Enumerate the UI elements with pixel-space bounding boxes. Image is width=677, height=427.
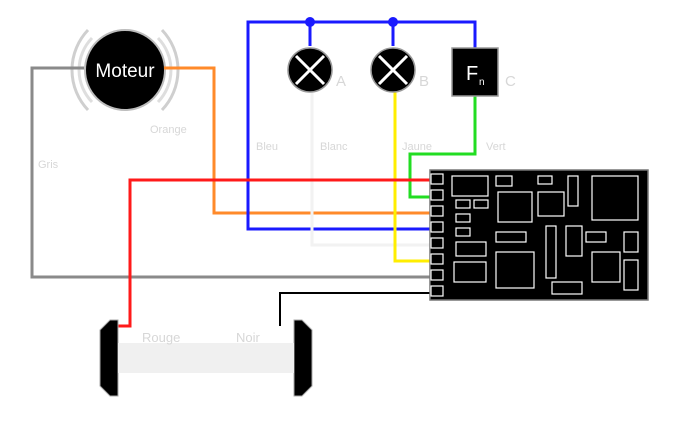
rail-left <box>99 319 119 397</box>
chip-2 <box>455 241 487 257</box>
smd-3 <box>455 213 471 223</box>
rail-left-profile <box>99 319 119 397</box>
rail-right <box>293 319 313 397</box>
pad-3 <box>430 205 444 217</box>
motor-arc-left-inner <box>77 36 94 104</box>
chip-7 <box>495 251 535 289</box>
chip-6 <box>591 175 639 221</box>
orange-label: Orange <box>150 124 187 136</box>
chip-1 <box>451 175 489 197</box>
pad-7 <box>430 269 444 281</box>
chip-4 <box>497 191 533 223</box>
rouge-label: Rouge <box>142 330 180 345</box>
motor-arc-left-outer <box>70 28 90 112</box>
blue-junction-a <box>305 17 315 27</box>
green-wire <box>408 96 477 199</box>
motor-circle <box>84 29 166 111</box>
pad-6 <box>430 253 444 265</box>
decoder-board <box>429 169 649 301</box>
lamp-a-cross-2 <box>294 54 326 86</box>
pad-5 <box>430 237 444 249</box>
chip-8 <box>591 251 621 283</box>
pad-2 <box>430 189 444 201</box>
blanc-label: Blanc <box>320 141 348 153</box>
smd-7 <box>567 175 579 207</box>
fn-label: F <box>466 63 478 85</box>
motor-arc-right-inner <box>156 36 173 104</box>
smd-4 <box>455 227 471 237</box>
fn-box <box>451 47 499 97</box>
fn-sub-label: n <box>479 77 485 88</box>
decoder-pads <box>430 173 444 297</box>
lamp-b: B <box>370 47 429 93</box>
function-output-box: F n C <box>451 47 516 97</box>
white-wire <box>310 92 430 247</box>
gray-wire <box>30 66 430 279</box>
smd-2 <box>473 199 489 209</box>
blue-wire <box>246 20 430 231</box>
smd-14 <box>551 281 583 295</box>
lamp-b-label: B <box>419 73 429 90</box>
bleu-label: Bleu <box>256 141 278 153</box>
jaune-label: Jaune <box>402 141 432 153</box>
blue-wire-top <box>310 20 477 48</box>
black-wire <box>279 292 430 326</box>
decoder-pcb <box>429 169 649 301</box>
pad-4 <box>430 221 444 233</box>
rail-right-profile <box>293 319 313 397</box>
lamp-b-cross-2 <box>377 54 409 86</box>
red-wire <box>118 178 430 328</box>
motor-label: Moteur <box>95 61 155 82</box>
gris-label: Gris <box>38 159 59 171</box>
smd-10 <box>565 225 583 257</box>
smd-8 <box>495 231 527 243</box>
pad-1 <box>430 173 444 185</box>
smd-11 <box>585 231 607 243</box>
pad-8 <box>430 285 444 297</box>
motor: Moteur <box>70 28 180 112</box>
yellow-wire <box>393 92 430 263</box>
lamp-a-label: A <box>336 73 346 90</box>
smd-1 <box>455 199 471 209</box>
motor-arc-right-outer <box>160 28 180 112</box>
lamp-a: A <box>287 47 346 93</box>
smd-5 <box>495 175 513 187</box>
fn-c-label: C <box>505 73 516 90</box>
chip-3 <box>453 261 487 283</box>
noir-label: Noir <box>236 330 261 345</box>
decoder-components <box>451 175 639 295</box>
smd-13 <box>623 259 639 291</box>
blue-junction-b <box>388 17 398 27</box>
smd-6 <box>537 175 553 185</box>
vert-label: Vert <box>486 141 506 153</box>
smd-12 <box>623 231 639 253</box>
orange-wire <box>164 66 430 215</box>
smd-9 <box>545 225 557 279</box>
chip-5 <box>537 191 565 217</box>
